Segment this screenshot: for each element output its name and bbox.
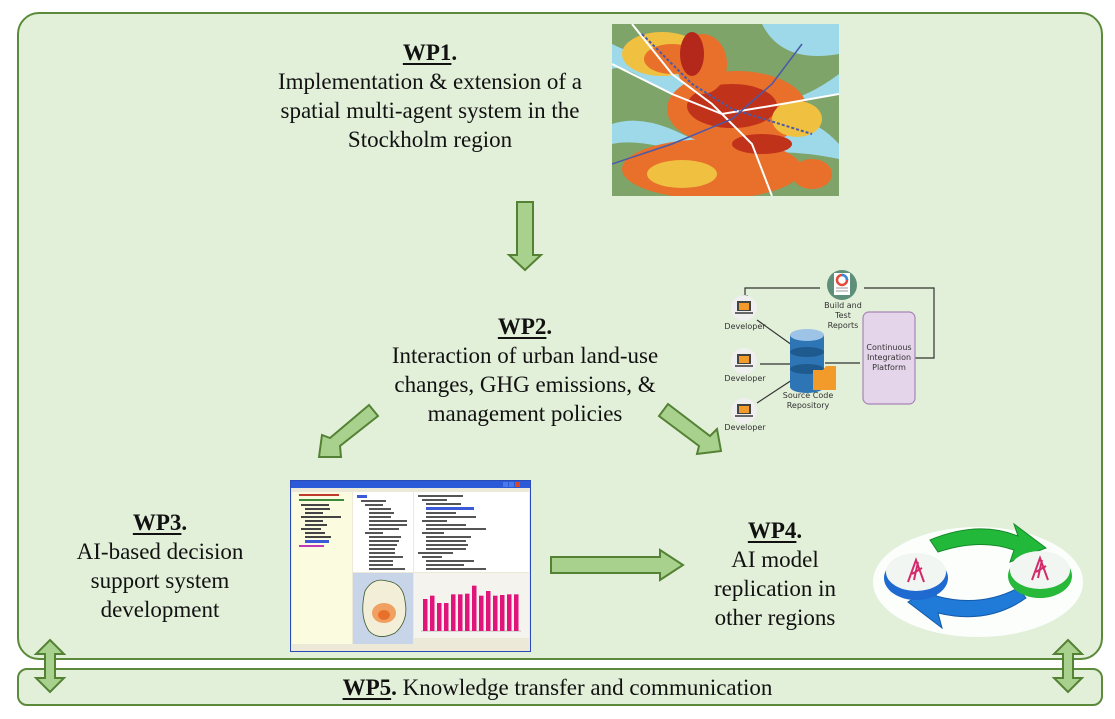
reports-label: Build and Test Reports [824, 301, 862, 330]
dss-chart-bar [430, 595, 435, 631]
wp5-code: WP5 [342, 675, 392, 700]
arrow-wp2-to-wp4 [657, 402, 723, 456]
arrow-wp3-to-wp4 [550, 548, 685, 582]
dss-chart-bar [514, 594, 519, 631]
wp5-text: Knowledge transfer and communication [402, 675, 773, 700]
dss-chart-bar [423, 599, 428, 631]
wp1-line-2: spatial multi-agent system in the [280, 98, 580, 123]
stockholm-map-image [612, 24, 839, 196]
wp1-line-1: Implementation & extension of a [277, 69, 583, 94]
right-double-arrow [1051, 638, 1085, 694]
wp3-line-2: support system [90, 568, 230, 593]
dss-chart-bar [451, 594, 456, 631]
wp3-line-3: development [100, 597, 220, 622]
replication-cycle-icon [868, 510, 1088, 640]
wp4-title: WP4. [747, 518, 803, 543]
wp3-line-1: AI-based decision [76, 539, 244, 564]
dss-chart-bar [507, 594, 512, 631]
wp4-block: WP4. AI model replication in other regio… [685, 516, 865, 632]
developer-label-3: Developer [724, 423, 766, 432]
repository-label: Source Code Repository [782, 391, 834, 410]
left-double-arrow [33, 638, 67, 694]
ci-platform-box [862, 311, 916, 405]
source-code-repository-icon [790, 329, 836, 393]
dss-title-bar [291, 481, 530, 488]
wp1-title: WP1. [402, 40, 458, 65]
developer-label-2: Developer [724, 374, 766, 383]
developer-label-1: Developer [724, 322, 766, 331]
dss-chart-bar [444, 603, 449, 631]
dss-chart-bar [493, 595, 498, 631]
dss-chart-bar [437, 603, 442, 631]
wp3-block: WP3. AI-based decision support system de… [40, 508, 280, 624]
wp5-panel [17, 668, 1103, 706]
wp4-line-2: replication in [714, 576, 836, 601]
dss-chart-bar [486, 591, 491, 631]
wp4-line-1: AI model [731, 547, 819, 572]
decision-support-system-screenshot [290, 480, 531, 652]
wp2-block: WP2. Interaction of urban land-use chang… [350, 312, 700, 428]
dss-chart-bars [421, 585, 521, 632]
wp2-title: WP2. [497, 314, 553, 339]
wp2-line-1: Interaction of urban land-use [391, 343, 659, 368]
wp4-line-3: other regions [714, 605, 836, 630]
wp1-line-3: Stockholm region [347, 127, 513, 152]
wp2-line-3: management policies [427, 401, 623, 426]
wp5-block: WP5. Knowledge transfer and communicatio… [342, 675, 773, 700]
wp1-block: WP1. Implementation & extension of a spa… [230, 38, 630, 154]
continuous-integration-diagram: Build and Test Reports Developer Develop… [722, 265, 942, 435]
dss-chart-bar [500, 595, 505, 631]
dss-chart-bar [479, 595, 484, 631]
developer-icon-3 [731, 398, 757, 424]
developer-icon-1 [731, 295, 757, 321]
wp2-line-2: changes, GHG emissions, & [394, 372, 656, 397]
wp3-title: WP3. [132, 510, 188, 535]
arrow-wp1-to-wp2 [506, 201, 544, 272]
dss-chart-bar [458, 594, 463, 631]
platform-label: Continuous Integration Platform [866, 343, 912, 372]
arrow-wp2-to-wp3 [317, 403, 380, 458]
dss-chart-bar [472, 585, 477, 631]
dss-chart-bar [465, 593, 470, 631]
developer-icon-2 [731, 348, 757, 374]
